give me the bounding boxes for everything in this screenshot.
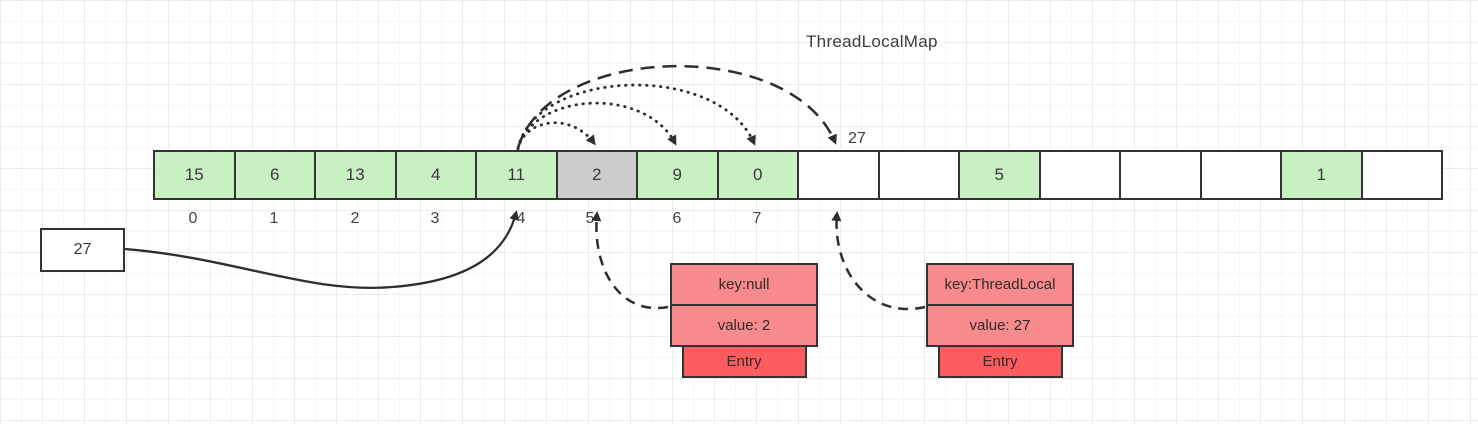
index-label-2: 2 [350, 210, 360, 227]
entry-live-type: Entry [937, 345, 1063, 378]
index-label-0: 0 [188, 210, 198, 227]
entry-stale-type: Entry [681, 345, 807, 378]
array-cell-14: 1 [1282, 152, 1363, 198]
array-cell-6: 9 [638, 152, 719, 198]
probe-arc-slot6 [516, 101, 677, 151]
array-cell-2: 13 [316, 152, 397, 198]
entry-stale-key: key:null [670, 263, 818, 306]
array-cell-7: 0 [718, 152, 799, 198]
index-label-5: 5 [585, 210, 595, 227]
index-label-1: 1 [269, 210, 279, 227]
array-cell-8 [799, 152, 880, 198]
array-cell-11 [1040, 152, 1121, 198]
array-cell-12 [1121, 152, 1202, 198]
insert-arrow [124, 210, 520, 289]
entry-live-link [831, 211, 926, 311]
incoming-value-label: 27 [73, 241, 92, 258]
index-label-3: 3 [430, 210, 440, 227]
probe-target-label: 27 [848, 130, 866, 147]
diagram-title: ThreadLocalMap [806, 32, 938, 51]
probe-arc-slot5 [516, 121, 596, 151]
array-cell-3: 4 [396, 152, 477, 198]
entry-stale: key:null value: 2 Entry [670, 263, 818, 378]
index-label-6: 6 [672, 210, 682, 227]
array-cell-1: 6 [235, 152, 316, 198]
array-cell-15 [1362, 152, 1441, 198]
array-cell-13 [1201, 152, 1282, 198]
entry-stale-value: value: 2 [670, 304, 818, 347]
entry-live-value: value: 27 [926, 304, 1074, 347]
entry-live: key:ThreadLocal value: 27 Entry [926, 263, 1074, 378]
probe-arc-slot7 [516, 83, 756, 150]
incoming-value-box: 27 [40, 228, 125, 272]
array-cell-9 [879, 152, 960, 198]
array-cell-5: 2 [557, 152, 638, 198]
array-cell-0: 15 [155, 152, 236, 198]
entry-stale-link [591, 211, 669, 310]
index-label-4: 4 [516, 210, 526, 227]
threadlocalmap-array: 15 6 13 4 11 2 9 0 5 1 [153, 150, 1443, 200]
entry-live-key: key:ThreadLocal [926, 263, 1074, 306]
probe-arc-slot8 [516, 65, 837, 149]
array-cell-10: 5 [960, 152, 1041, 198]
array-cell-4: 11 [477, 152, 558, 198]
index-label-7: 7 [752, 210, 762, 227]
